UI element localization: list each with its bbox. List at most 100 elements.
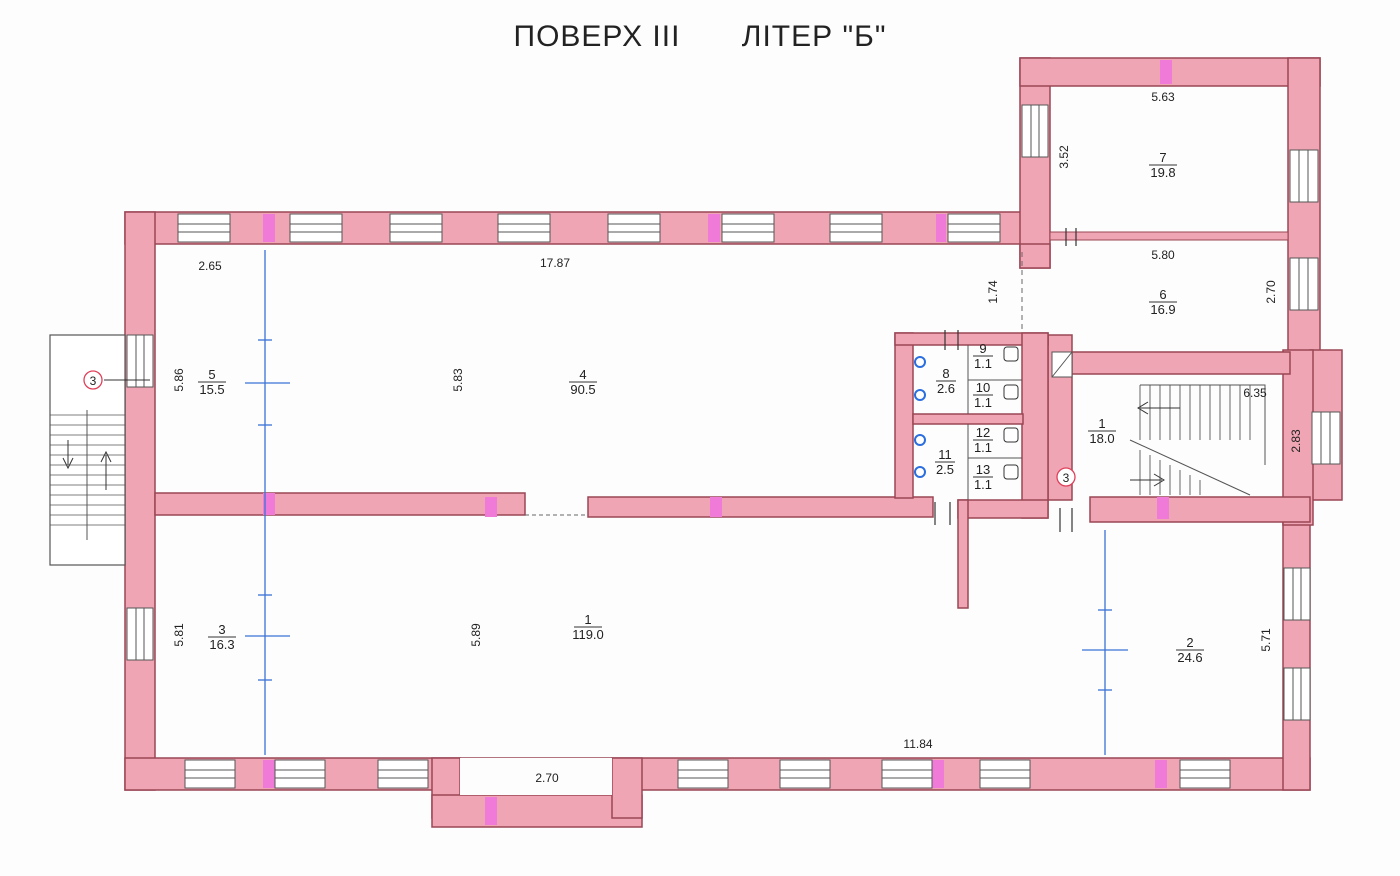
wall-stair-top [1049, 351, 1291, 375]
room-label: 224.6 [1176, 635, 1204, 665]
column [1160, 60, 1172, 84]
room-label: 616.9 [1149, 287, 1177, 317]
room-number: 5 [208, 367, 215, 382]
room-label: 91.1 [973, 341, 993, 371]
room-label: 316.3 [208, 622, 236, 652]
room-area: 1.1 [974, 356, 992, 371]
dimension-label: 2.70 [535, 771, 559, 785]
window [1311, 411, 1341, 465]
room-area: 2.5 [936, 462, 954, 477]
window [377, 759, 429, 789]
window [184, 759, 236, 789]
dimension-label: 2.83 [1289, 429, 1303, 453]
room-label: 515.5 [198, 367, 226, 397]
room-area: 90.5 [570, 382, 595, 397]
column [263, 214, 275, 242]
room-label: 121.1 [973, 425, 993, 455]
room-number: 12 [976, 425, 990, 440]
window [1289, 149, 1319, 203]
floor-label: ПОВЕРХ III [513, 20, 681, 53]
dimension-label: 2.70 [1264, 280, 1278, 304]
column [485, 497, 497, 517]
window [1179, 759, 1231, 789]
window [779, 759, 831, 789]
entrance-marker-left: 3 [83, 370, 150, 390]
dimension-label: 3.52 [1057, 145, 1071, 169]
window [497, 213, 551, 243]
dimension-label: 5.89 [469, 623, 483, 647]
room-number: 1 [584, 612, 591, 627]
window [177, 213, 231, 243]
window [274, 759, 326, 789]
column [263, 760, 275, 788]
room-number: 10 [976, 380, 990, 395]
room-label: 112.5 [935, 447, 955, 477]
wall-wc-bottom [957, 499, 1049, 519]
window [721, 213, 775, 243]
interior-walls [154, 231, 1311, 609]
entrance-marker-label: 3 [1063, 471, 1070, 485]
dimension-label: 5.83 [451, 368, 465, 392]
wc-block [914, 345, 1022, 500]
axis-lines [245, 250, 1128, 755]
wall-stub [957, 499, 969, 609]
window [947, 213, 1001, 243]
room-area: 19.8 [1150, 165, 1175, 180]
column [1157, 497, 1169, 519]
dimension-label: 5.71 [1259, 628, 1273, 652]
window [1283, 567, 1311, 621]
room-label: 719.8 [1149, 150, 1177, 180]
bay-floor [460, 758, 612, 795]
wall-wc-right [1021, 332, 1049, 519]
wall-tower-bottom [1019, 243, 1051, 269]
wall-mid-right [587, 496, 934, 518]
entrance-marker-label: 3 [90, 374, 97, 388]
dimension-label: 11.84 [903, 737, 932, 751]
column [708, 214, 720, 242]
dimension-labels: 2.65 17.87 5.63 3.52 5.80 1.74 2.70 5.86… [172, 90, 1303, 785]
room-area: 2.6 [937, 381, 955, 396]
dimension-label: 1.74 [986, 280, 1000, 304]
room-label: 118.0 [1088, 416, 1116, 446]
dimension-label: 5.81 [172, 623, 186, 647]
room-area: 16.9 [1150, 302, 1175, 317]
room-number: 8 [942, 366, 949, 381]
window [979, 759, 1031, 789]
toilet-icon [1003, 346, 1019, 480]
wall-wc-left [894, 332, 914, 499]
wall-mid-left [154, 492, 526, 516]
column [932, 760, 944, 788]
room-area: 1.1 [974, 440, 992, 455]
room-number: 1 [1098, 416, 1105, 431]
room-area: 16.3 [209, 637, 234, 652]
internal-staircase [1051, 351, 1266, 496]
room-number: 3 [218, 622, 225, 637]
column [1155, 760, 1167, 788]
room-label: 101.1 [973, 380, 993, 410]
room-number: 2 [1186, 635, 1193, 650]
dimension-label: 17.87 [540, 256, 570, 270]
column [263, 493, 275, 515]
room-area: 15.5 [199, 382, 224, 397]
room-area: 24.6 [1177, 650, 1202, 665]
room-number: 4 [579, 367, 586, 382]
entrance-marker-right: 3 [1056, 467, 1076, 487]
room-label: 490.5 [569, 367, 597, 397]
door-ticks [934, 228, 1077, 532]
column [485, 797, 497, 825]
dimension-label: 6.35 [1243, 386, 1267, 400]
bay-bottom [431, 794, 643, 828]
window [389, 213, 443, 243]
room-area: 1.1 [974, 477, 992, 492]
window [126, 334, 154, 388]
room-number: 13 [976, 462, 990, 477]
window [1283, 667, 1311, 721]
external-staircase [49, 334, 126, 566]
column [936, 214, 946, 242]
room-label: 82.6 [936, 366, 956, 396]
window [1289, 257, 1319, 311]
wall-top [124, 211, 1026, 245]
dimension-label: 5.63 [1151, 90, 1175, 104]
